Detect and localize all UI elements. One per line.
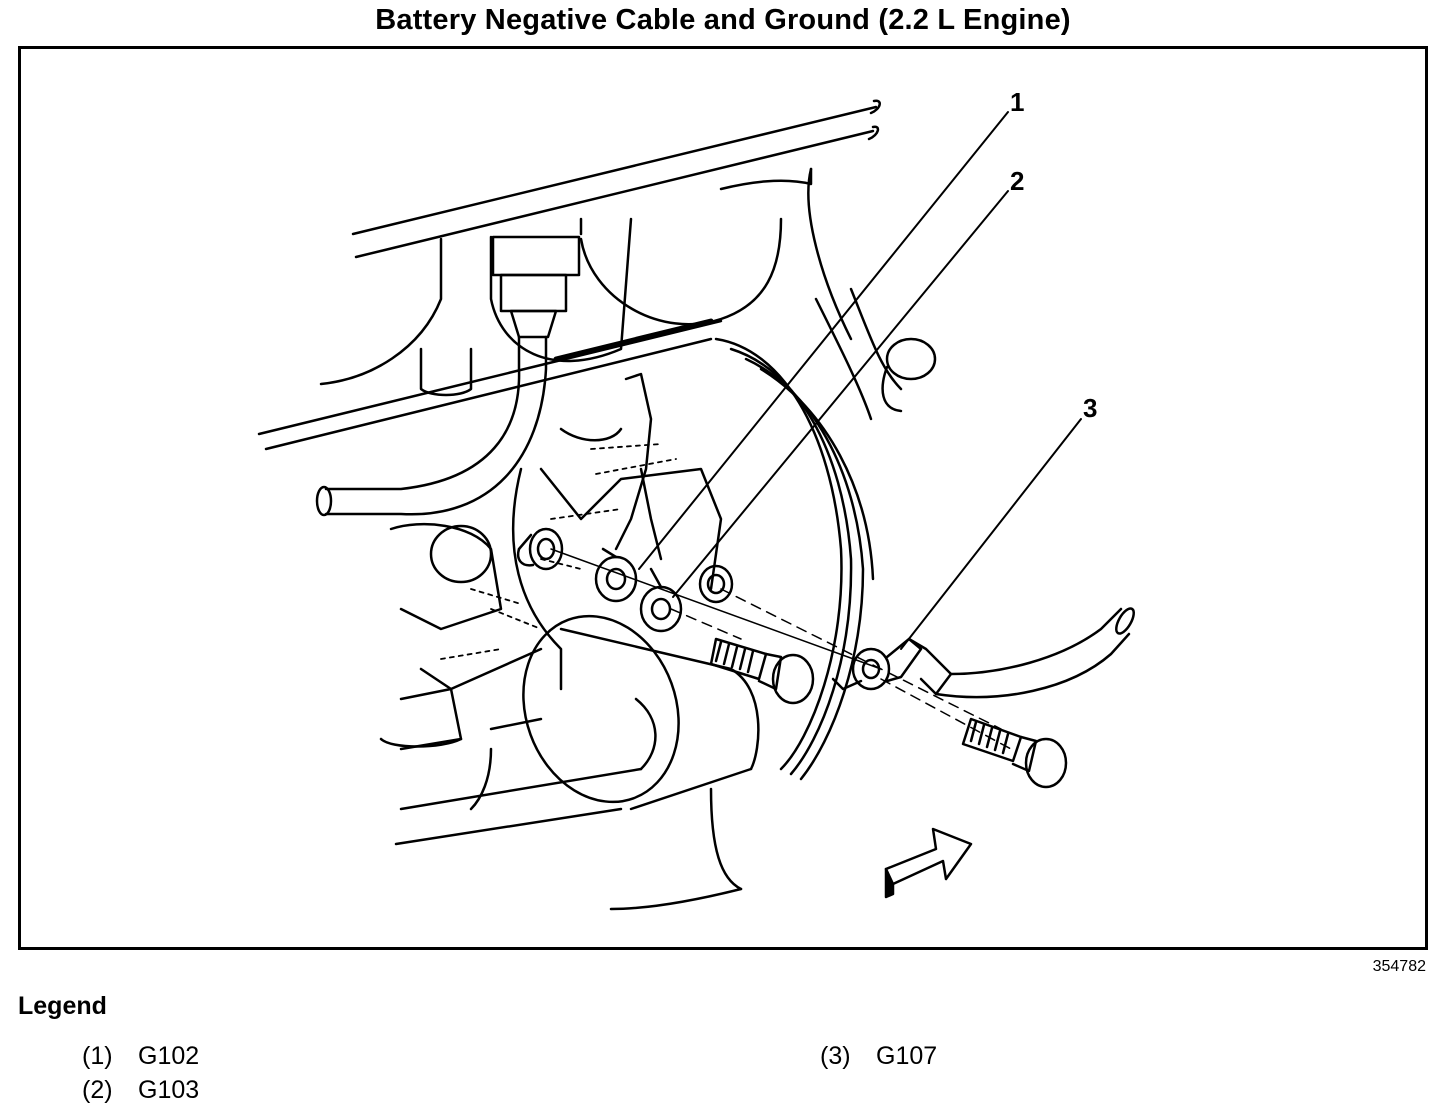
legend-item: (3) G107: [820, 1042, 937, 1071]
callout-leaders: [638, 111, 1082, 650]
battery-negative-cable: [831, 607, 1135, 699]
legend-item-label: G102: [138, 1042, 200, 1070]
alignment-lines: [550, 548, 1012, 750]
mounting-boss: [516, 527, 734, 604]
engine-block: [379, 427, 743, 911]
legend-item-number: (2): [82, 1076, 113, 1104]
legend-item-label: G107: [876, 1042, 938, 1070]
ground-strap: [594, 372, 683, 633]
legend-heading: Legend: [18, 992, 107, 1020]
upper-hose: [814, 287, 937, 421]
starter-motor: [522, 614, 760, 811]
legend-item-number: (3): [820, 1042, 851, 1070]
figure-id: 354782: [1372, 958, 1426, 975]
intake-manifold: [257, 99, 881, 451]
engine-illustration: 1 2 3: [18, 46, 1428, 950]
pulley-rings: [714, 337, 875, 781]
figure-title: Battery Negative Cable and Ground (2.2 L…: [375, 4, 1071, 36]
fuel-line: [315, 235, 581, 517]
legend-item-label: G103: [138, 1076, 200, 1104]
view-arrow: [884, 827, 973, 899]
legend-item: (2) G103: [82, 1076, 199, 1105]
callout-number: 3: [1083, 393, 1097, 423]
cable-bolt: [961, 717, 1068, 789]
callout-number: 2: [1010, 166, 1024, 196]
legend-item: (1) G102: [82, 1042, 199, 1071]
callout-number: 1: [1010, 87, 1024, 117]
legend-item-number: (1): [82, 1042, 113, 1070]
ground-bolt: [709, 637, 815, 705]
